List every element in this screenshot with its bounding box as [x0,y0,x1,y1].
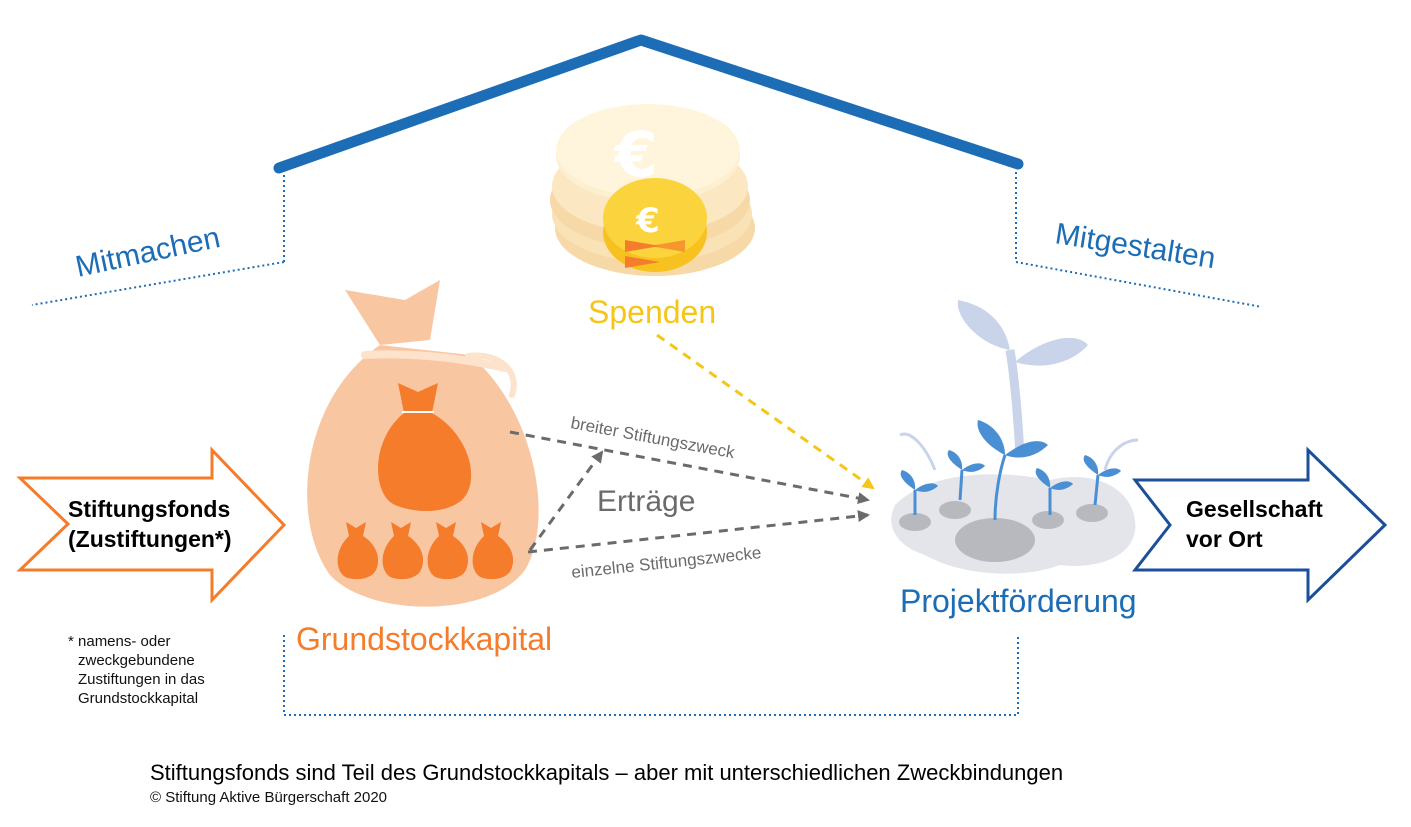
stiftungsfonds-text: Stiftungsfonds (Zustiftungen*) [68,494,232,554]
grundstockkapital-label: Grundstockkapital [296,621,553,657]
stiftungsfonds-arrow [16,446,287,604]
footnote-line1: * namens- oder [68,633,171,650]
ertraege-label: Erträge [597,485,696,518]
footnote-line3: Zustiftungen in das [78,671,205,688]
gesellschaft-text: Gesellschaft vor Ort [1186,494,1323,554]
mitmachen-label: Mitmachen [73,221,223,284]
gesellschaft-arrow [1131,446,1388,604]
gesellschaft-line2: vor Ort [1186,526,1263,552]
breiter-zweck-label: breiter Stiftungszweck [569,413,736,462]
house-dotted-outline [31,172,1263,716]
flow-arrows [509,430,870,554]
svg-text:€: € [635,201,660,241]
roof-line [273,34,1024,174]
mitgestalten-label: Mitgestalten [1053,217,1218,275]
copyright-notice: © Stiftung Aktive Bürgerschaft 2020 [150,789,388,806]
footnote-line4: Grundstockkapital [78,690,199,707]
footnote-line2: zweckgebundene [78,652,195,669]
gesellschaft-line1: Gesellschaft [1186,496,1323,522]
diagram-caption: Stiftungsfonds sind Teil des Grundstockk… [150,760,1064,785]
euro-coin-stack-icon: € € [550,104,755,276]
spenden-label: Spenden [588,294,717,330]
money-bag-icon [307,280,539,607]
einzelne-zwecke-label: einzelne Stiftungszwecke [570,543,762,582]
spenden-arrow [656,333,875,490]
projektfoerderung-label: Projektförderung [900,583,1137,619]
footnote: * namens- oder zweckgebundene Zustiftung… [68,632,205,708]
seedling-plants-icon [891,300,1139,574]
stiftungsfonds-line1: Stiftungsfonds [68,496,231,522]
stiftungsfonds-line2: (Zustiftungen*) [68,526,232,552]
